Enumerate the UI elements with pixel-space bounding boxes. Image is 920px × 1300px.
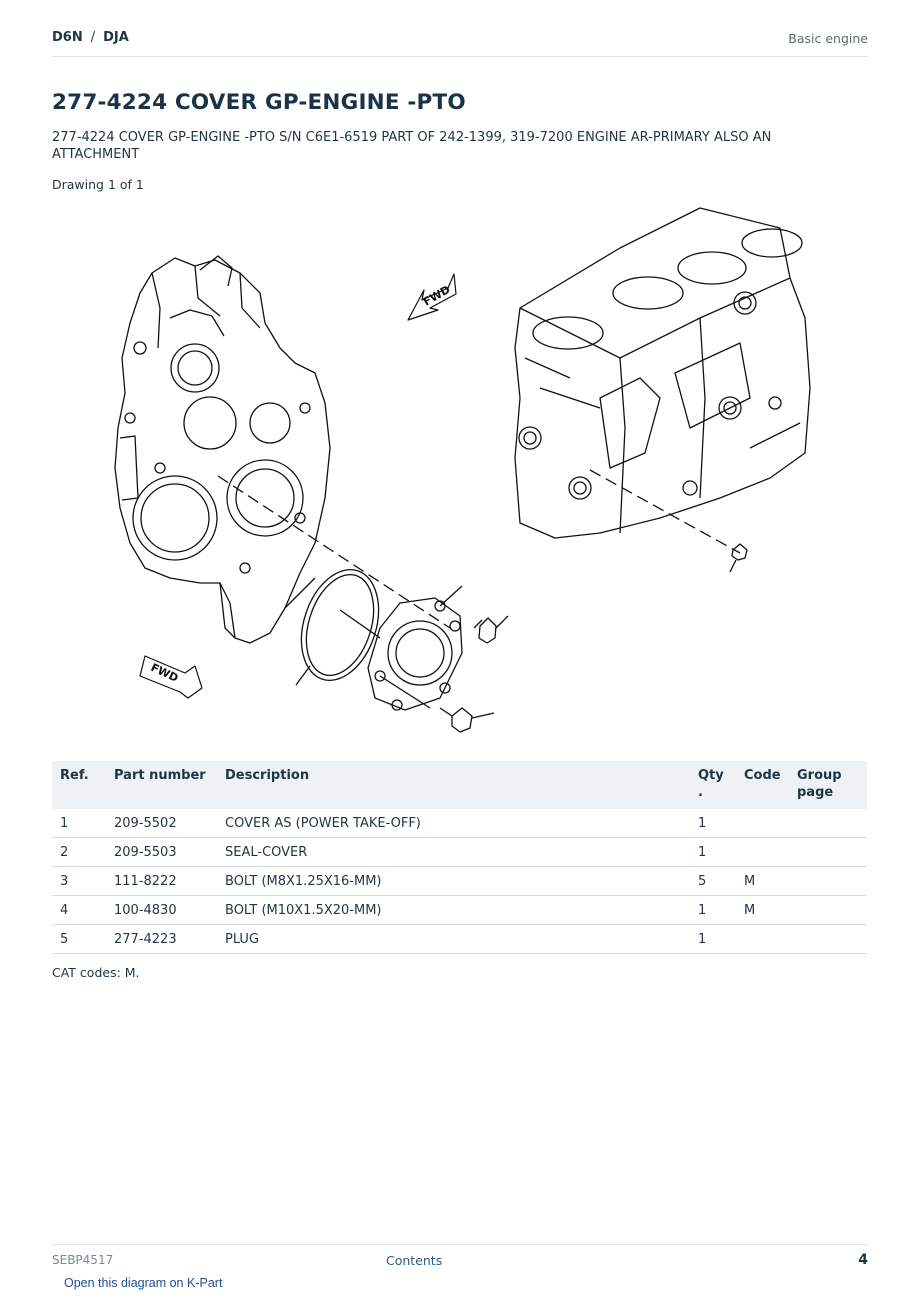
cell-code (736, 924, 789, 954)
table-row: 1 209-5502 COVER AS (POWER TAKE-OFF) 1 (52, 809, 867, 838)
cell-code (736, 837, 789, 867)
breadcrumb: D6N / DJA (52, 30, 129, 45)
parts-table-header: Ref. Part number Description Qty . Code … (52, 761, 867, 809)
cell-code (736, 809, 789, 838)
cell-part-number[interactable]: 209-5502 (106, 809, 217, 838)
cell-description: COVER AS (POWER TAKE-OFF) (217, 809, 690, 838)
cell-ref: 2 (52, 837, 106, 867)
col-code: Code (736, 761, 789, 809)
cell-qty: 1 (690, 809, 736, 838)
cell-part-number[interactable]: 111-8222 (106, 866, 217, 896)
page-footer: SEBP4517 Contents 4 (52, 1244, 868, 1275)
section-name: Basic engine (788, 31, 868, 46)
front-housing-drawing (114, 255, 331, 644)
seal-ring-drawing (300, 569, 380, 681)
cell-ref: 3 (52, 866, 106, 896)
cell-ref: 1 (52, 809, 106, 838)
pto-cover-drawing (367, 585, 463, 711)
cell-description: SEAL-COVER (217, 837, 690, 867)
cat-codes-note: CAT codes: M. (52, 965, 140, 980)
cell-qty: 5 (690, 866, 736, 896)
breadcrumb-prefix[interactable]: DJA (103, 30, 129, 45)
parts-table: Ref. Part number Description Qty . Code … (52, 761, 867, 954)
cell-group-page (789, 837, 867, 867)
contents-link[interactable]: Contents (386, 1253, 443, 1268)
cell-group-page (789, 895, 867, 925)
document-id: SEBP4517 (52, 1253, 114, 1267)
cell-group-page (789, 809, 867, 838)
col-ref: Ref. (52, 761, 106, 809)
cell-qty: 1 (690, 924, 736, 954)
cell-description: BOLT (M8X1.25X16-MM) (217, 866, 690, 896)
cell-ref: 5 (52, 924, 106, 954)
page-title: 277-4224 COVER GP-ENGINE -PTO (52, 90, 466, 115)
engine-block-drawing (514, 207, 811, 539)
cell-code: M (736, 866, 789, 896)
cell-code: M (736, 895, 789, 925)
table-row: 5 277-4223 PLUG 1 (52, 924, 867, 954)
table-row: 4 100-4830 BOLT (M10X1.5X20-MM) 1 M (52, 895, 867, 925)
table-row: 3 111-8222 BOLT (M8X1.25X16-MM) 5 M (52, 866, 867, 896)
cell-part-number[interactable]: 277-4223 (106, 924, 217, 954)
group-description: 277-4224 COVER GP-ENGINE -PTO S/N C6E1-6… (52, 130, 772, 162)
cell-part-number[interactable]: 100-4830 (106, 895, 217, 925)
bolt-drawing (439, 543, 748, 733)
cell-description: BOLT (M10X1.5X20-MM) (217, 895, 690, 925)
open-in-kpart-link[interactable]: Open this diagram on K-Part (64, 1276, 223, 1290)
table-row: 2 209-5503 SEAL-COVER 1 (52, 837, 867, 867)
col-group-page: Group page (789, 761, 867, 809)
col-qty: Qty . (690, 761, 736, 809)
cell-group-page (789, 866, 867, 896)
cell-part-number[interactable]: 209-5503 (106, 837, 217, 867)
col-description: Description (217, 761, 690, 809)
cell-ref: 4 (52, 895, 106, 925)
cell-qty: 1 (690, 895, 736, 925)
fwd-arrow-top (407, 273, 457, 321)
col-part-number: Part number (106, 761, 217, 809)
cell-group-page (789, 924, 867, 954)
exploded-parts-diagram: FWD FWD (114, 207, 811, 733)
page-header: D6N / DJA Basic engine (52, 28, 868, 57)
fwd-arrow-bottom (139, 655, 203, 699)
drawing-count: Drawing 1 of 1 (52, 177, 144, 192)
cell-description: PLUG (217, 924, 690, 954)
breadcrumb-model[interactable]: D6N (52, 30, 83, 45)
cell-qty: 1 (690, 837, 736, 867)
page-number: 4 (858, 1252, 868, 1268)
breadcrumb-separator: / (90, 30, 96, 45)
